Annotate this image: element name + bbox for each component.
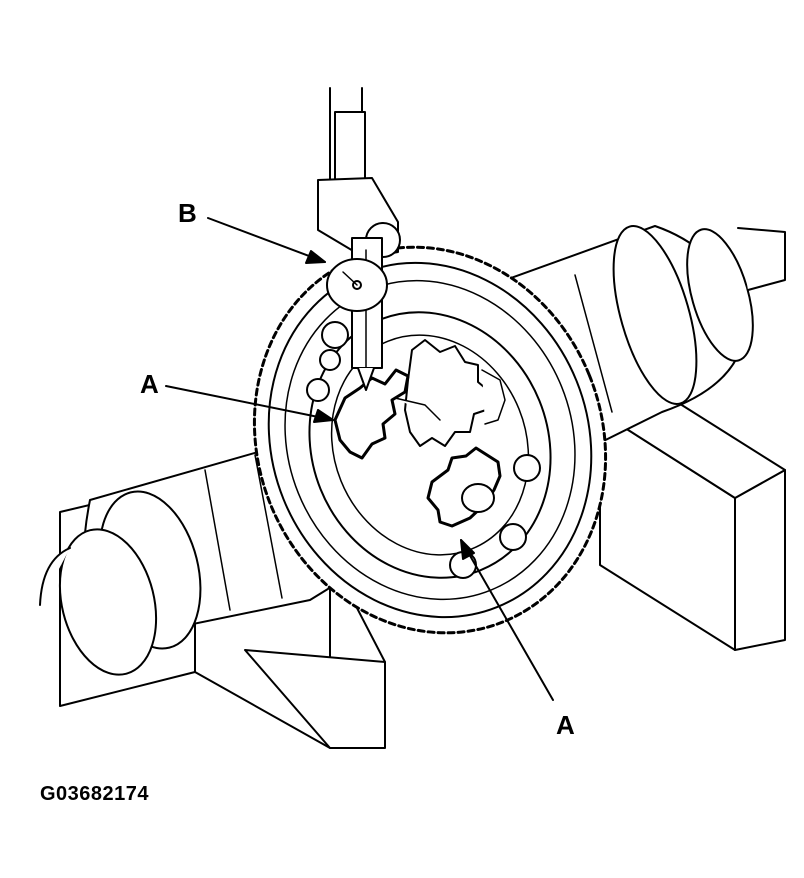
arrowhead-a-upper [313,409,334,423]
leader-b [207,217,326,263]
arrowhead-a-lower [460,539,475,560]
callout-label-a-lower: A [556,710,575,740]
callout-label-b: B [178,198,197,228]
dial-gauge-face [326,258,388,312]
figure-id: G03682174 [40,783,150,805]
upper-pinion-gear [333,368,410,460]
callout-label-a-upper: A [140,369,159,399]
leader-a-upper [165,385,334,421]
lower-pinion-gear [426,446,502,528]
arrowhead-b [305,250,326,264]
side-gears [394,339,506,447]
callout-leaders [165,217,554,701]
mounting-bolts [306,321,541,579]
leader-a-lower [460,539,554,701]
